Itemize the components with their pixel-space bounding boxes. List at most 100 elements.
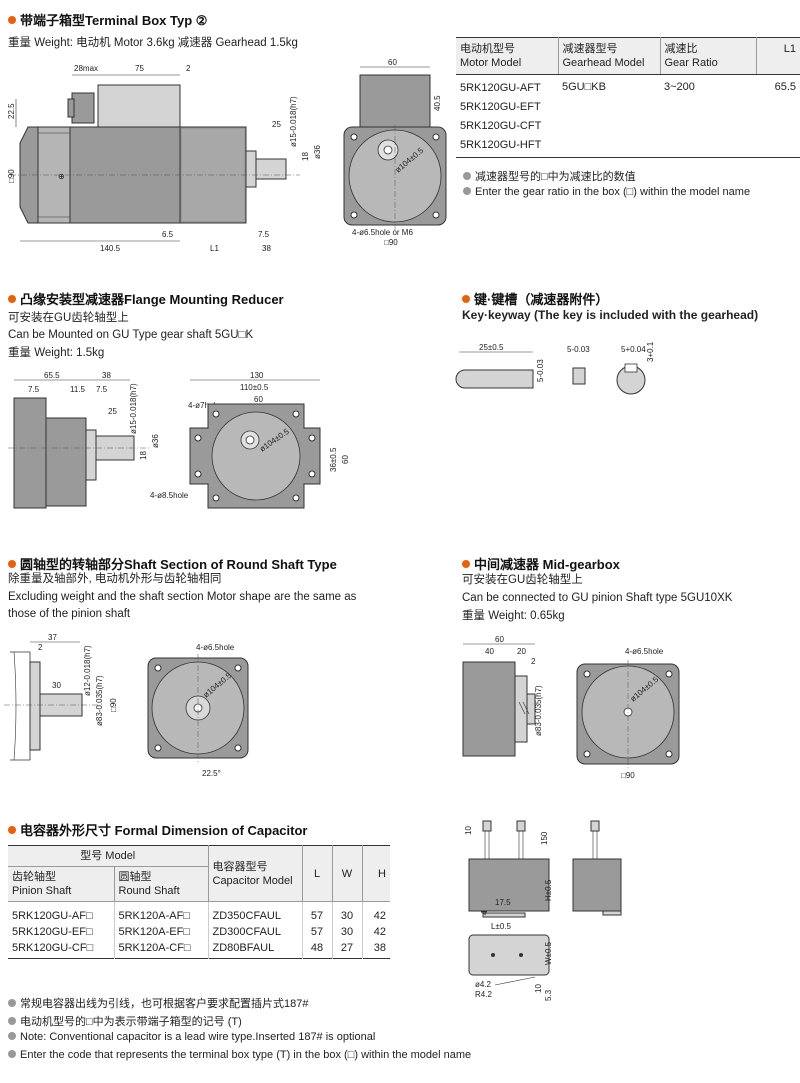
dim-hole: 4-ø6.5hole (196, 643, 235, 652)
bullet-icon (462, 560, 470, 568)
bullet-icon (462, 295, 470, 303)
dim-17-5: 17.5 (495, 898, 511, 907)
dim-90sq: □90 (109, 698, 118, 712)
round-shaft-line1: 除重量及轴部外, 电动机外形与齿轮轴相同 (8, 573, 222, 585)
dim-2: 2 (186, 64, 191, 73)
dim-130: 130 (250, 371, 264, 380)
dim-w: W±0.5 (544, 941, 553, 965)
dim-11-5: 11.5 (70, 385, 86, 394)
table-row: 5RK120GU-AF□ 5RK120A-AF□ ZD350CFAUL 57 3… (8, 901, 390, 924)
dim-hole: 4-ø6.5hole or M6 (352, 228, 413, 237)
dim-keyway-5: 5+0.04 (621, 345, 646, 354)
bullet-icon (8, 826, 16, 834)
dim-25: 25 (108, 407, 117, 416)
dim-36b: 36±0.5 (329, 447, 338, 472)
flange-line2: Can be Mounted on GU Type gear shaft 5GU… (8, 329, 254, 341)
cell-h: 42 (373, 910, 386, 922)
dim-20: 20 (517, 647, 526, 656)
key-title: 键·键槽（减速器附件） (462, 289, 608, 308)
mid-gearbox-title: 中间减速器 Mid-gearbox (462, 554, 620, 573)
dim-25: 25 (272, 120, 281, 129)
mid-gearbox-drawing: 60 40 20 2 ø83-0.035(h7) 4-ø6.5hole ø104… (462, 635, 680, 780)
dim-7-5b: 7.5 (96, 385, 108, 394)
motor-model-item: 5RK120GU-CFT (460, 120, 542, 132)
cell-round: 5RK120A-EF□ (114, 924, 209, 940)
header-w: W (332, 845, 363, 902)
dim-keyway-3: 3+0.1 (646, 341, 655, 362)
model-note-en: Enter the gear ratio in the box (□) with… (463, 186, 750, 198)
key-drawing: 25±0.5 5-0.03 5-0.03 5+0.04 3+0.1 (455, 341, 655, 395)
cell-l: 57 (302, 924, 333, 940)
dim-22-5: 22.5 (7, 103, 16, 119)
bullet-icon (8, 295, 16, 303)
motor-model-item: 5RK120GU-EFT (460, 101, 541, 113)
dim-18: 18 (139, 451, 148, 460)
dim-140-5: 140.5 (100, 244, 121, 253)
gear-ratio-cell: 3~200 (664, 81, 695, 93)
dim-l1: L1 (210, 244, 219, 253)
cell-w: 30 (332, 901, 363, 924)
dim-front-90: □90 (384, 238, 398, 247)
dim-l: L±0.5 (491, 922, 512, 931)
dim-d4-2: ø4.2 (475, 980, 492, 989)
dim-60: 60 (495, 635, 504, 644)
model-note-cn: 减速器型号的□中为减速比的数值 (463, 168, 636, 184)
dim-90sq: □90 (7, 169, 16, 183)
svg-text:⊕: ⊕ (58, 172, 65, 181)
dim-h: H±0.5 (544, 879, 553, 901)
l1-cell: 65.5 (774, 81, 796, 93)
dim-shaft-15: ø15-0.018(h7) (289, 96, 298, 147)
cell-pinion: 5RK120GU-AF□ (8, 901, 115, 924)
dim-key-25: 25±0.5 (479, 343, 504, 352)
dim-60: 60 (388, 58, 397, 67)
header-l1: L1 (756, 37, 800, 75)
dim-150: 150 (540, 831, 549, 845)
dim-18: 18 (301, 152, 310, 161)
mid-gearbox-line2: Can be connected to GU pinion Shaft type… (462, 592, 733, 604)
cell-round: 5RK120A-CF□ (114, 940, 209, 959)
dim-40: 40 (485, 647, 494, 656)
cell-pinion: 5RK120GU-CF□ (8, 940, 115, 959)
dim-shaft-12: ø12-0.018(h7) (83, 645, 92, 696)
dim-30: 30 (52, 681, 61, 690)
flange-title: 凸缘安装型减速器Flange Mounting Reducer (8, 289, 284, 308)
dim-4: 4 (480, 910, 489, 915)
dim-key-5a: 5-0.03 (536, 359, 545, 382)
dim-36: ø36 (151, 434, 160, 448)
round-shaft-drawing: 37 2 30 ø12-0.018(h7) ø83-0.035(h7) □90 … (4, 633, 249, 778)
terminal-box-weight: 重量 Weight: 电动机 Motor 3.6kg 减速器 Gearhead … (8, 37, 298, 49)
dim-10: 10 (464, 826, 473, 835)
bullet-icon (463, 172, 471, 180)
dim-65-5: 65.5 (44, 371, 60, 380)
dim-2: 2 (531, 657, 536, 666)
cell-round: 5RK120A-AF□ (114, 901, 209, 924)
cap-note-1: 常规电容器出线为引线，也可根据客户要求配置插片式187# (8, 995, 308, 1011)
table-row: 5RK120GU-EF□ 5RK120A-EF□ ZD300CFAUL 57 3… (8, 924, 390, 940)
flange-drawing: 65.5 38 7.5 11.5 7.5 25 ø15-0.018(h7) ø3… (8, 371, 350, 509)
table-row: 5RK120GU-CF□ 5RK120A-CF□ ZD80BFAUL 48 27… (8, 940, 390, 959)
flange-weight: 重量 Weight: 1.5kg (8, 347, 105, 359)
cap-note-2: 电动机型号的□中为表示带端子箱型的记号 (T) (8, 1013, 242, 1029)
round-shaft-line2: Excluding weight and the shaft section M… (8, 591, 357, 603)
round-shaft-title: 圆轴型的转轴部分Shaft Section of Round Shaft Typ… (8, 554, 337, 573)
terminal-box-title: 带端子箱型Terminal Box Typ ② (8, 10, 207, 29)
bullet-icon (8, 560, 16, 568)
cell-h: 42 (373, 926, 386, 938)
bullet-icon (8, 1017, 16, 1025)
motor-model-item: 5RK120GU-HFT (460, 139, 542, 151)
dim-hole-7: 4-ø7hole (188, 401, 220, 410)
dim-40-5: 40.5 (433, 95, 442, 111)
dim-angle: 22.5° (202, 769, 221, 778)
terminal-box-title-text: 带端子箱型Terminal Box Typ ② (20, 13, 208, 28)
motor-model-item: 5RK120GU-AFT (460, 82, 541, 94)
dim-83: ø83-0.035(h7) (95, 675, 104, 726)
dim-5-3: 5.3 (544, 989, 553, 1001)
motor-model-list: 5RK120GU-AFT 5RK120GU-EFT 5RK120GU-CFT 5… (456, 75, 558, 158)
bullet-icon (8, 999, 16, 1007)
dim-36: ø36 (313, 145, 322, 159)
cell-cap: ZD350CFAUL (208, 901, 303, 924)
